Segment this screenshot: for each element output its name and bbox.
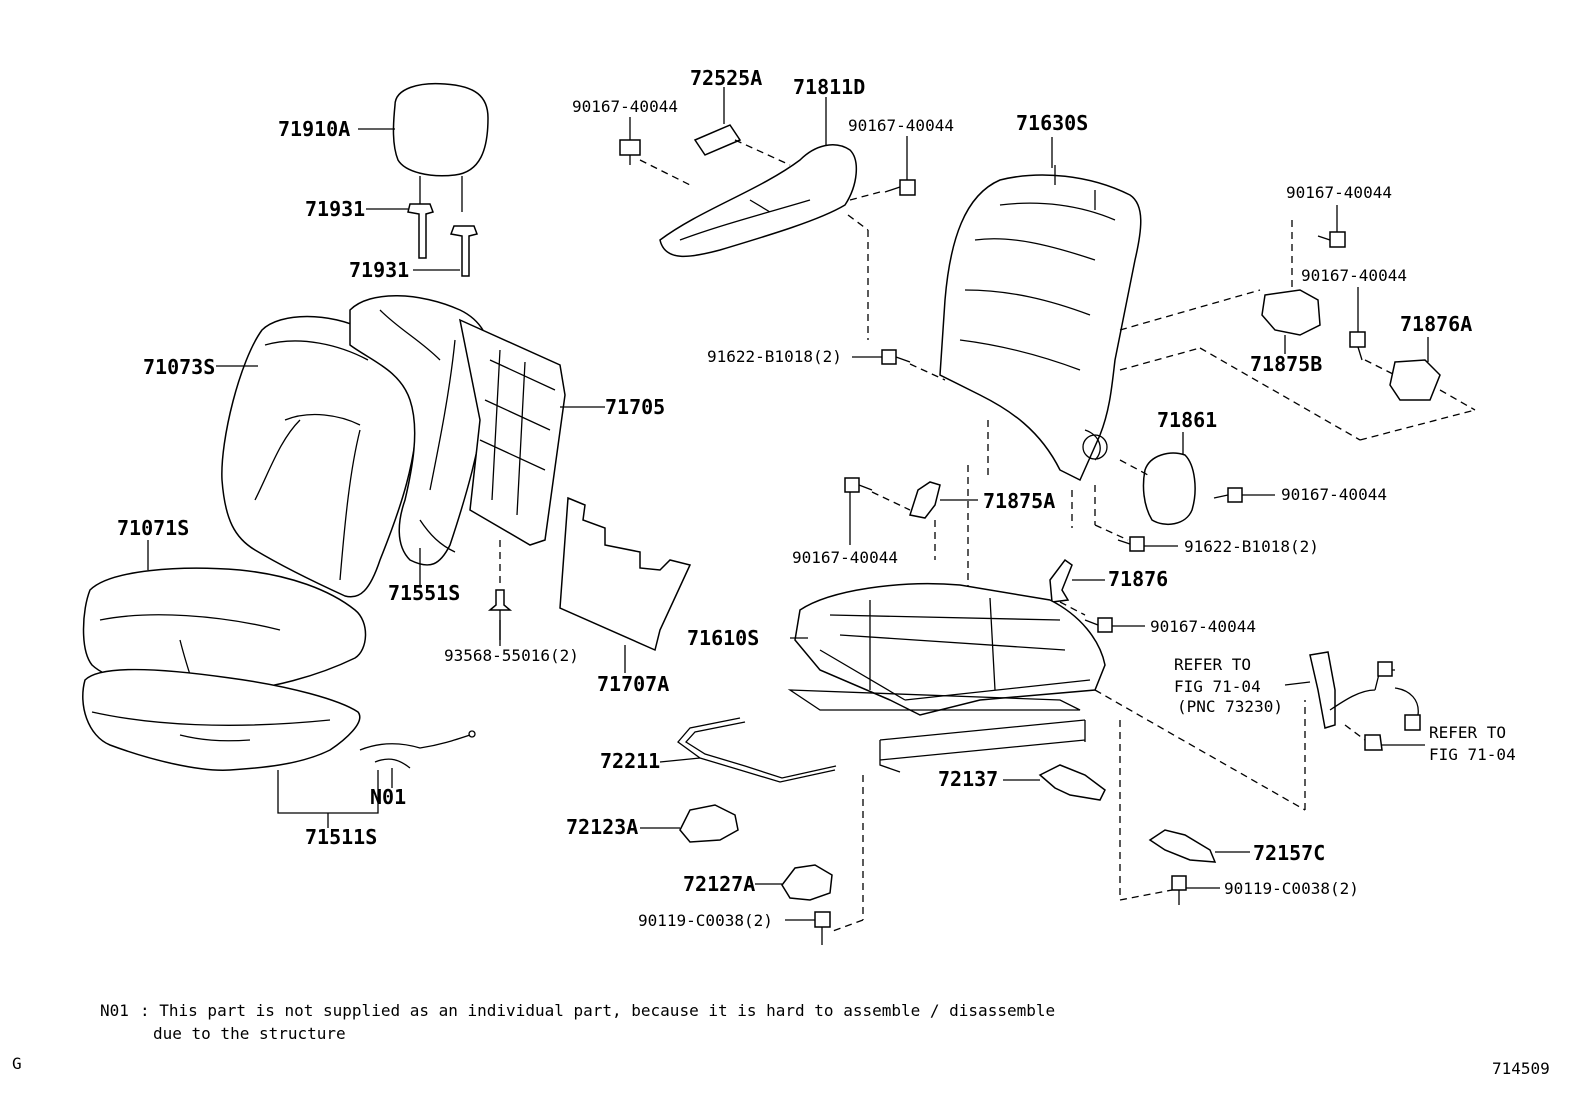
label-72525A: 72525A — [690, 66, 762, 90]
cover-72157c-drawing — [1148, 829, 1217, 863]
label-refer-pnc-1: (PNC 73230) — [1177, 697, 1283, 716]
bolt-90167-c-drawing — [1317, 231, 1346, 248]
label-71931-a: 71931 — [305, 197, 365, 221]
seatback-cover-drawing — [221, 315, 419, 598]
cover-72123a-drawing — [679, 804, 739, 843]
cover-72127a-drawing — [781, 864, 833, 901]
headrest-drawing — [392, 82, 489, 212]
bolt-90167-f-drawing — [844, 477, 873, 493]
footnote: N01 : This part is not supplied as an in… — [100, 1001, 1055, 1043]
label-refer-to-1: REFER TO — [1174, 655, 1251, 674]
headrest-support-drawing — [407, 203, 478, 277]
label-90119-C0038-a: 90119-C0038(2) — [638, 911, 773, 930]
figure-number: 714509 — [1492, 1059, 1550, 1078]
label-90167-40044-a: 90167-40044 — [572, 97, 678, 116]
bolt-90119-a-drawing — [814, 911, 831, 945]
bolt-90167-d-drawing — [1349, 331, 1366, 361]
label-91622-B1018-b: 91622-B1018(2) — [1184, 537, 1319, 556]
label-93568-55016: 93568-55016(2) — [444, 646, 579, 665]
label-71071S: 71071S — [117, 516, 189, 540]
label-90167-40044-f: 90167-40044 — [792, 548, 898, 567]
label-71705: 71705 — [605, 395, 665, 419]
label-refer-fig-2: FIG 71-04 — [1429, 745, 1516, 764]
label-90167-40044-b: 90167-40044 — [848, 116, 954, 135]
label-71610S: 71610S — [687, 626, 759, 650]
bolt-90167-g-drawing — [1084, 617, 1113, 633]
label-71875A: 71875A — [983, 489, 1055, 513]
footnote-line-2: due to the structure — [153, 1024, 346, 1043]
label-91622-B1018-a: 91622-B1018(2) — [707, 347, 842, 366]
label-72137: 72137 — [938, 767, 998, 791]
label-90119-C0038-b: 90119-C0038(2) — [1224, 879, 1359, 898]
label-71861: 71861 — [1157, 408, 1217, 432]
seatback-pad-drawing — [349, 295, 492, 566]
seat-frame-drawing — [787, 582, 1106, 773]
label-71073S: 71073S — [143, 355, 215, 379]
bolt-90119-b-drawing — [1171, 875, 1187, 905]
label-71707A: 71707A — [597, 672, 669, 696]
label-refer-to-2: REFER TO — [1429, 723, 1506, 742]
back-board-drawing — [458, 318, 566, 546]
cover-71875b-drawing — [1261, 289, 1321, 336]
bracket-71875a-drawing — [909, 481, 941, 519]
seat-cushion-cover-drawing — [82, 567, 367, 693]
shield-71811d-drawing — [659, 144, 857, 258]
bolt-90167-b-drawing — [884, 179, 916, 196]
label-71511S: 71511S — [305, 825, 377, 849]
label-72127A: 72127A — [683, 872, 755, 896]
seat-cushion-pad-drawing — [82, 668, 361, 771]
board-71707a-drawing — [559, 496, 692, 652]
label-71551S: 71551S — [388, 581, 460, 605]
label-71931-b: 71931 — [349, 258, 409, 282]
label-72211: 72211 — [600, 749, 660, 773]
bolt-90167-e-drawing — [1213, 487, 1243, 503]
label-72123A: 72123A — [566, 815, 638, 839]
seatback-frame-drawing — [939, 165, 1142, 482]
label-N01: N01 — [370, 785, 406, 809]
label-72157C: 72157C — [1253, 841, 1325, 865]
label-71811D: 71811D — [793, 75, 865, 99]
bracket-71876-drawing — [1049, 558, 1073, 603]
n01-harness-drawing — [359, 730, 476, 769]
label-90167-40044-d: 90167-40044 — [1301, 266, 1407, 285]
label-71875B: 71875B — [1250, 352, 1322, 376]
nut-refer-drawing — [1364, 734, 1383, 751]
cover-72137-drawing — [1038, 764, 1106, 801]
corner-letter: G — [12, 1054, 22, 1073]
recliner-cover-71861-drawing — [1142, 452, 1196, 526]
label-90167-40044-g: 90167-40044 — [1150, 617, 1256, 636]
footnote-code: N01 — [100, 1001, 129, 1020]
label-71910A: 71910A — [278, 117, 350, 141]
bolt-91622-b-drawing — [1117, 536, 1145, 552]
cover-72525a-drawing — [693, 124, 742, 156]
footnote-line-1: : This part is not supplied as an indivi… — [140, 1001, 1055, 1020]
label-71630S: 71630S — [1016, 111, 1088, 135]
label-71876A: 71876A — [1400, 312, 1472, 336]
label-refer-fig-1: FIG 71-04 — [1174, 677, 1261, 696]
cover-71876a-drawing — [1389, 359, 1441, 401]
bolt-90167-a-drawing — [619, 139, 641, 165]
wire-72211-drawing — [677, 717, 837, 783]
label-71876: 71876 — [1108, 567, 1168, 591]
bolt-91622-a-drawing — [881, 349, 911, 365]
part-labels: 71910A 71931 71931 71073S 71705 71071S 7… — [117, 66, 1516, 930]
label-90167-40044-c: 90167-40044 — [1286, 183, 1392, 202]
seatbelt-buckle-drawing — [1309, 651, 1421, 731]
label-90167-40044-e: 90167-40044 — [1281, 485, 1387, 504]
